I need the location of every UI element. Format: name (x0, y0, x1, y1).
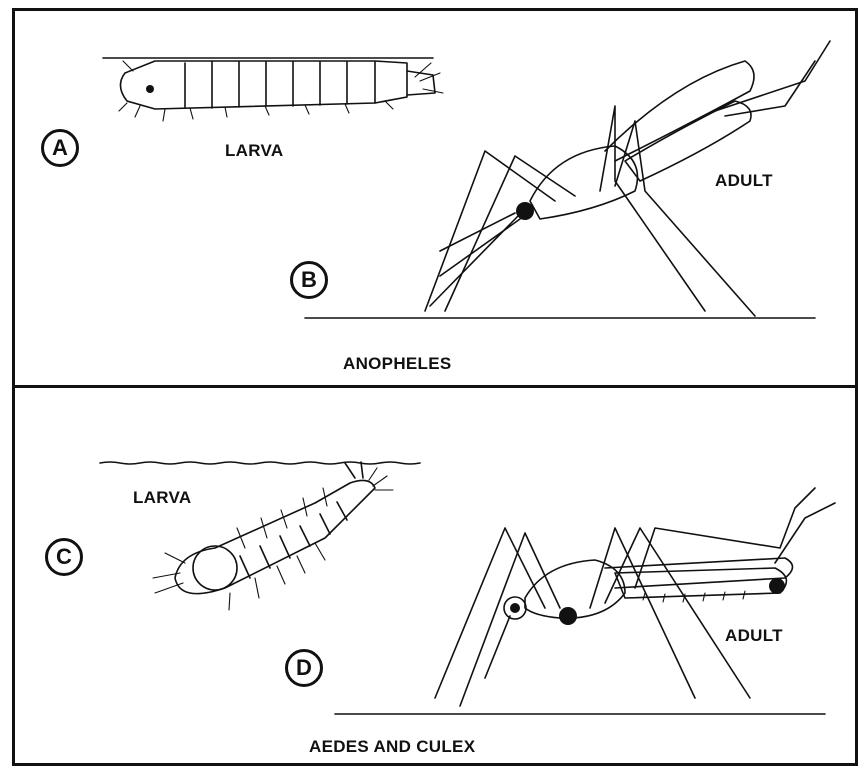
aedes-culex-drawings (15, 388, 861, 769)
caption-aedes-culex: AEDES AND CULEX (309, 737, 475, 757)
badge-c: C (45, 538, 83, 576)
anopheles-panel: A LARVA ADULT B ANOPHELES (12, 8, 858, 388)
larva-label: LARVA (133, 488, 192, 508)
anopheles-drawings (15, 11, 861, 391)
badge-a: A (41, 129, 79, 167)
aedes-culex-panel: LARVA C ADULT D AEDES AND CULEX (12, 385, 858, 766)
water-surface-line (100, 462, 420, 464)
badge-b: B (290, 261, 328, 299)
caption-anopheles: ANOPHELES (343, 354, 452, 374)
adult-label: ADULT (725, 626, 783, 646)
badge-d: D (285, 649, 323, 687)
culex-larva-icon (153, 462, 393, 610)
anopheles-larva-icon (119, 61, 443, 121)
larva-label: LARVA (225, 141, 284, 161)
aedes-culex-adult-icon (335, 488, 835, 714)
adult-label: ADULT (715, 171, 773, 191)
